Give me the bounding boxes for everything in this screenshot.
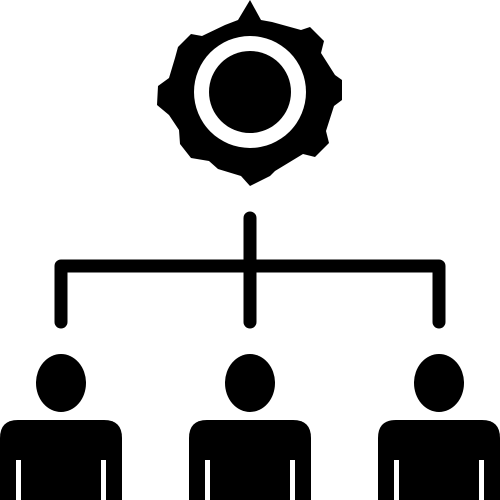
person-icon-right bbox=[378, 354, 500, 500]
person-icon-middle bbox=[189, 354, 311, 500]
person-arm-gap-right bbox=[101, 460, 106, 500]
person-body bbox=[0, 420, 122, 500]
person-arm-gap-left bbox=[394, 460, 399, 500]
connector-right-branch bbox=[243, 259, 446, 329]
person-icon-left bbox=[0, 354, 122, 500]
person-head bbox=[36, 354, 86, 412]
person-body bbox=[189, 420, 311, 500]
person-arm-gap-left bbox=[16, 460, 21, 500]
org-chart-connector-icon bbox=[54, 211, 446, 329]
connector-left-branch bbox=[54, 259, 257, 329]
person-head bbox=[225, 354, 275, 412]
gear-center bbox=[209, 51, 291, 133]
person-body bbox=[378, 420, 500, 500]
gear-icon bbox=[157, 0, 342, 186]
person-arm-gap-right bbox=[290, 460, 295, 500]
person-arm-gap-left bbox=[205, 460, 210, 500]
person-head bbox=[414, 354, 464, 412]
person-arm-gap-right bbox=[479, 460, 484, 500]
